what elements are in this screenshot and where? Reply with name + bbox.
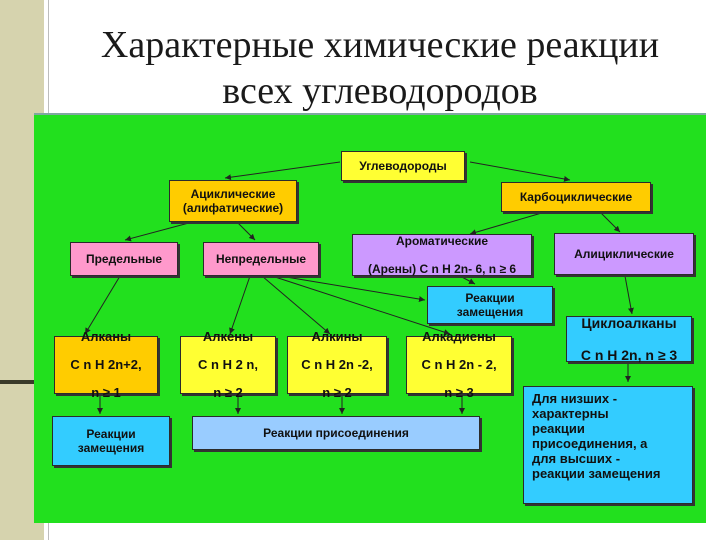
node-addition-label: Реакции присоединения [263,426,409,440]
node-substitution-bottom-label: Реакции замещения [77,427,145,455]
node-unsaturated: Непредельные [203,242,319,276]
node-substitution-top: Реакции замещения [427,286,553,324]
node-substitution-bottom: Реакции замещения [52,416,170,466]
title-line-1: Характерные химические реакции [100,24,660,66]
node-alkenes-name: Алкены [202,329,254,344]
arrow-carbo-aromatic [469,211,546,236]
arrow-unsat-alkenes [229,275,251,335]
node-acyclic-label: Ациклические (алифатические) [182,187,284,215]
node-cycloalkanes-line1: Циклоалканы [581,315,677,331]
arrow-saturated-alkanes [84,275,121,335]
node-saturated: Предельные [70,242,178,276]
node-alkenes-condition: n ≥ 2 [213,385,243,400]
node-alkenes: Алкены С n H 2 n, n ≥ 2 [180,330,276,400]
arrow-aromatic-substitution [459,275,476,285]
node-alkadienes: Алкадиены С n H 2n - 2, n ≥ 3 [406,330,512,400]
node-alkanes-condition: n ≥ 1 [91,385,121,400]
node-acyclic: Ациклические (алифатические) [169,180,297,222]
arrow-unsat-alkynes [261,275,331,335]
node-hydrocarbons-label: Углеводороды [359,159,447,173]
node-alkynes-name: Алкины [311,329,363,344]
sidebar-divider [0,380,44,384]
arrow-carbo-alicyclic [599,211,621,233]
title-line-2: всех углеводородов [222,70,538,112]
node-cycloalkanes-line2: С n H 2n, n ≥ 3 [580,347,678,363]
node-addition: Реакции присоединения [192,416,480,450]
node-alkanes: Алканы С n H 2n+2, n ≥ 1 [54,330,158,400]
slide-title: Характерные химические реакции всех угле… [60,22,700,114]
node-cycloalkanes: Циклоалканы С n H 2n, n ≥ 3 [566,315,692,363]
node-unsaturated-label: Непредельные [215,252,307,266]
node-aromatic-line2: (Арены) С n H 2n- 6, n ≥ 6 [367,262,517,276]
node-alkynes-condition: n ≥ 2 [322,385,352,400]
node-alkanes-formula: С n H 2n+2, [70,357,142,372]
node-cycloalkanes-note-text: Для низших - характерны реакции присоеди… [532,391,661,481]
node-alicyclic-label: Алициклические [574,247,674,261]
arrow-acyclic-unsaturated [234,219,256,241]
node-substitution-top-label: Реакции замещения [456,291,524,319]
arrow-acyclic-saturated [124,219,201,242]
arrow-alicyclic-cycloalkanes [624,275,634,315]
node-alkadienes-condition: n ≥ 3 [444,385,474,400]
node-alkynes-formula: С n H 2n -2, [301,357,373,372]
node-alkadienes-name: Алкадиены [422,329,496,344]
arrow-unsat-substitution [279,275,426,302]
node-hydrocarbons: Углеводороды [341,151,465,181]
arrow-hydro-carbocyclic [469,161,571,182]
node-saturated-label: Предельные [85,252,163,266]
node-alkynes: Алкины С n H 2n -2, n ≥ 2 [287,330,387,400]
panel-top-border [34,113,706,115]
node-carbocyclic: Карбоциклические [501,182,651,212]
node-alkadienes-formula: С n H 2n - 2, [421,357,497,372]
node-aromatic: Ароматические (Арены) С n H 2n- 6, n ≥ 6 [352,234,532,276]
arrow-unsat-alkadienes [271,275,451,335]
node-alkenes-formula: С n H 2 n, [198,357,258,372]
node-alicyclic: Алициклические [554,233,694,275]
node-alkanes-name: Алканы [80,329,132,344]
node-aromatic-line1: Ароматические [395,234,489,248]
node-carbocyclic-label: Карбоциклические [519,190,633,204]
arrow-hydro-acyclic [224,161,341,181]
node-cycloalkanes-note: Для низших - характерны реакции присоеди… [523,386,693,504]
